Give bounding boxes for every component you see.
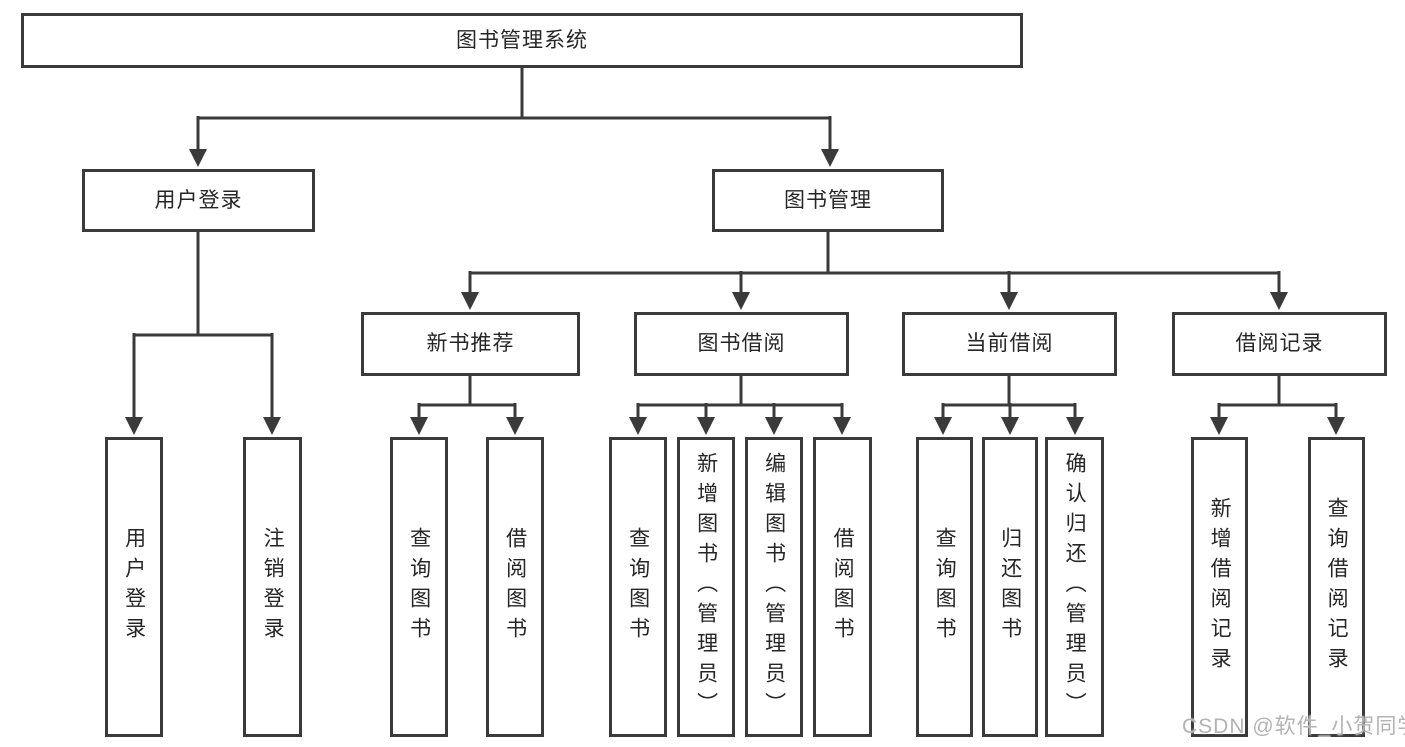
node-book-management-label: 图书管理	[784, 188, 872, 212]
connector-new-book-to-leaves	[410, 376, 524, 435]
leaf-borrow-borrow-books-label: 借阅图书	[831, 527, 855, 647]
leaf-borrow-edit-books-admin: 编辑图书（管理员）	[745, 437, 803, 737]
node-book-borrow-label: 图书借阅	[697, 332, 786, 356]
leaf-newbook-query-books-label: 查询图书	[407, 527, 431, 647]
csdn-watermark: CSDN @软件_小贺同学	[1182, 715, 1405, 738]
leaf-current-confirm-return-admin: 确认归还（管理员）	[1045, 437, 1104, 737]
leaf-borrow-edit-books-admin-label: 编辑图书（管理员）	[762, 452, 786, 722]
leaf-records-query-record: 查询借阅记录	[1308, 437, 1365, 737]
leaf-logout: 注销登录	[243, 437, 302, 737]
leaf-borrow-borrow-books: 借阅图书	[813, 437, 872, 737]
connector-book-borrow-to-leaves	[629, 376, 851, 435]
leaf-borrow-query-books-label: 查询图书	[626, 527, 650, 647]
connector-root-to-level2	[189, 68, 839, 167]
node-borrow-records-label: 借阅记录	[1235, 332, 1324, 356]
leaf-user-login: 用户登录	[105, 437, 163, 737]
node-new-book-recommend: 新书推荐	[361, 312, 580, 376]
leaf-current-return-books-label: 归还图书	[998, 527, 1022, 647]
connector-borrow-records-to-leaves	[1210, 376, 1345, 435]
leaf-current-query-books: 查询图书	[916, 437, 973, 737]
leaf-newbook-borrow-books-label: 借阅图书	[503, 527, 527, 647]
node-current-borrow-label: 当前借阅	[965, 332, 1054, 356]
connector-book-mgmt-to-level3	[461, 232, 1288, 310]
node-current-borrow: 当前借阅	[902, 312, 1117, 376]
leaf-current-confirm-return-admin-label: 确认归还（管理员）	[1063, 452, 1087, 722]
leaf-borrow-add-books-admin-label: 新增图书（管理员）	[694, 452, 718, 722]
leaf-borrow-query-books: 查询图书	[609, 437, 667, 737]
connector-user-login-to-leaves	[125, 232, 281, 435]
node-root: 图书管理系统	[21, 13, 1023, 68]
node-book-management: 图书管理	[712, 169, 944, 232]
leaf-records-add-record-label: 新增借阅记录	[1208, 497, 1232, 677]
node-new-book-recommend-label: 新书推荐	[426, 332, 515, 356]
node-book-borrow: 图书借阅	[634, 312, 849, 376]
leaf-current-query-books-label: 查询图书	[933, 527, 957, 647]
leaf-newbook-borrow-books: 借阅图书	[486, 437, 544, 737]
leaf-borrow-add-books-admin: 新增图书（管理员）	[677, 437, 735, 737]
leaf-records-query-record-label: 查询借阅记录	[1325, 497, 1349, 677]
leaf-current-return-books: 归还图书	[982, 437, 1038, 737]
leaf-newbook-query-books: 查询图书	[390, 437, 448, 737]
connector-current-borrow-to-leaves	[934, 376, 1084, 435]
leaf-records-add-record: 新增借阅记录	[1191, 437, 1248, 737]
node-root-label: 图书管理系统	[456, 28, 588, 52]
node-borrow-records: 借阅记录	[1172, 312, 1387, 376]
node-user-login-label: 用户登录	[154, 188, 243, 212]
leaf-logout-label: 注销登录	[261, 527, 285, 647]
leaf-user-login-label: 用户登录	[122, 527, 146, 647]
node-user-login: 用户登录	[82, 169, 315, 232]
